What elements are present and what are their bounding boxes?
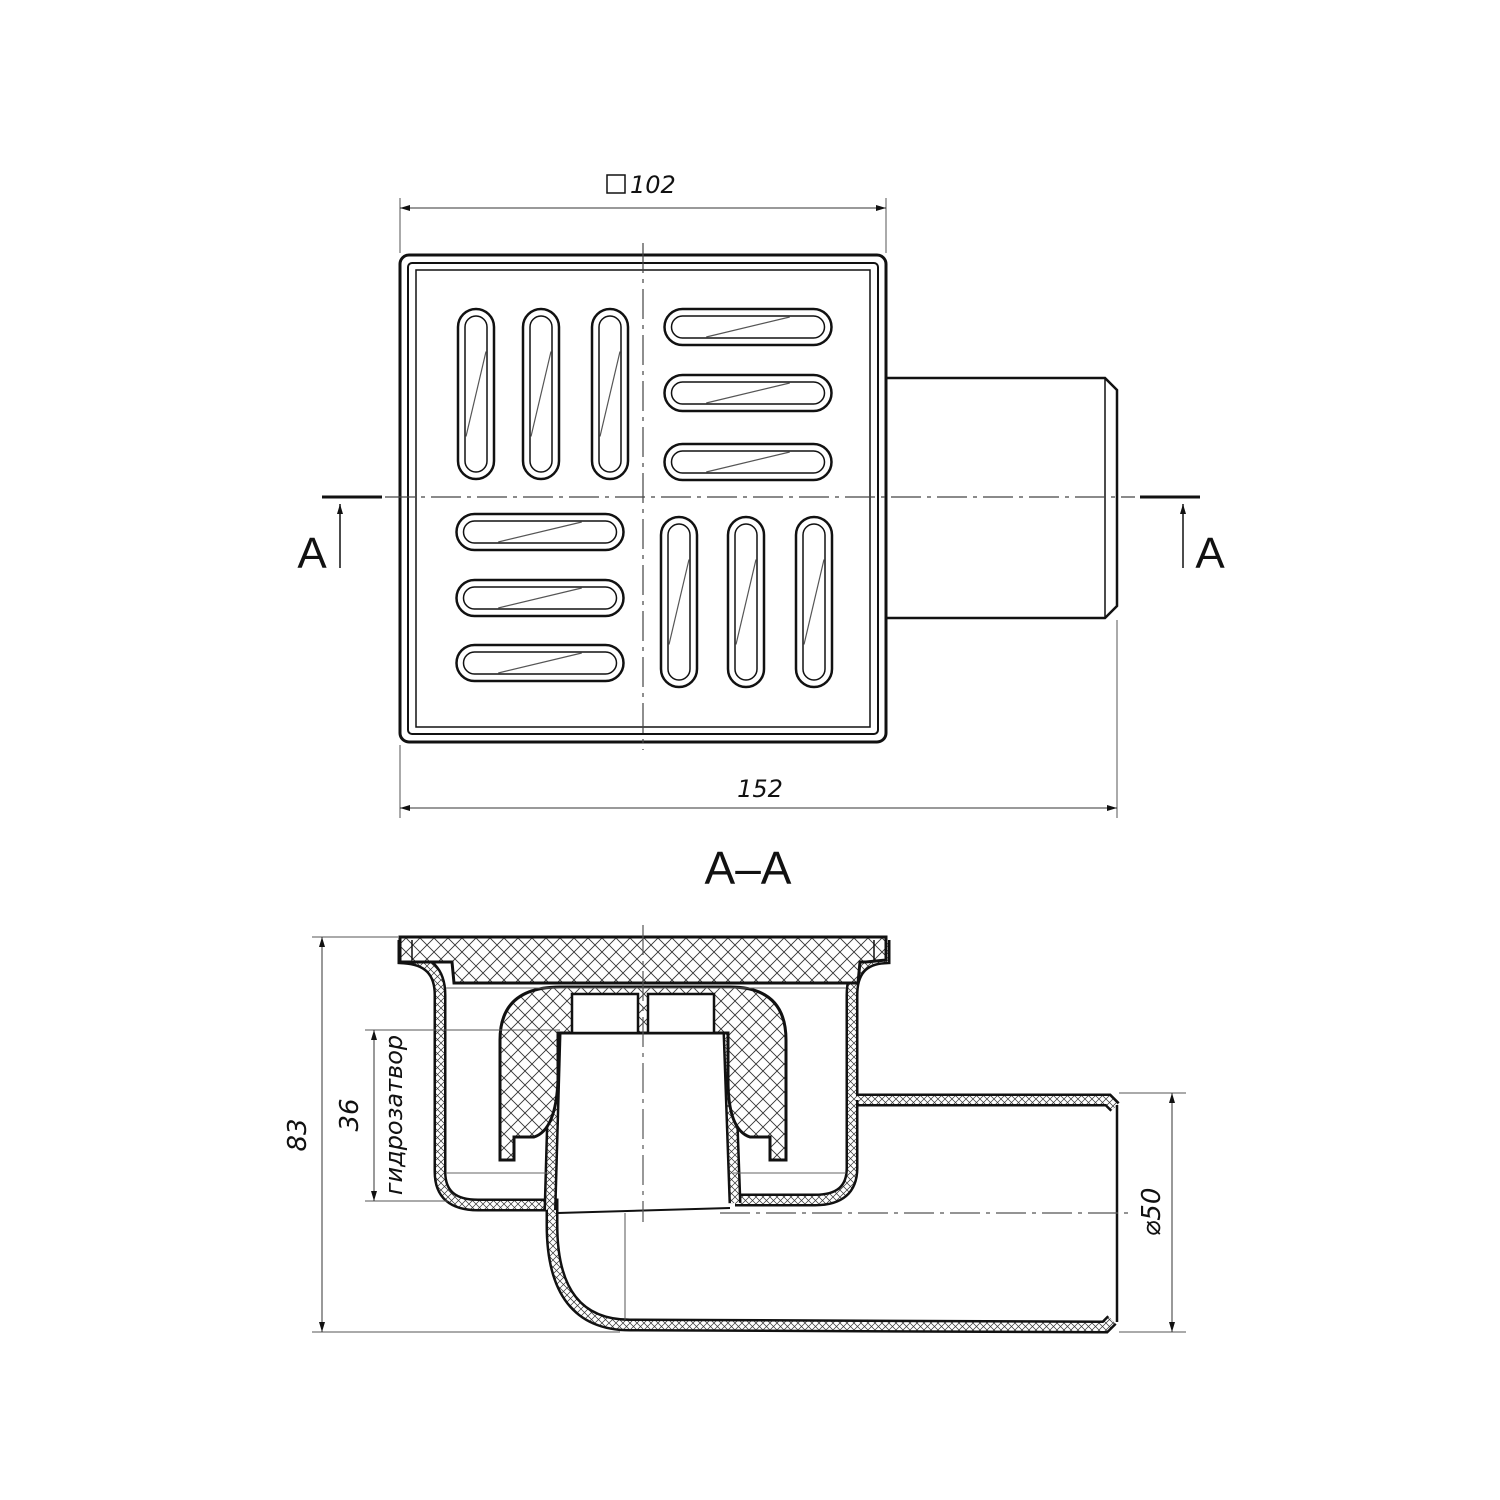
slot-interior-curve (498, 652, 582, 674)
grate-slot-inner (670, 381, 826, 405)
length-value: 152 (737, 775, 783, 803)
slot-interior-curve (465, 351, 487, 437)
slot-interior-curve (498, 587, 582, 609)
bell-insert-left (570, 992, 640, 1035)
outlet-pipe-plan (886, 376, 1119, 620)
slot-interior-curve (530, 351, 552, 437)
slot-interior-curve (706, 451, 790, 473)
grate-section (398, 935, 888, 985)
grate-slot-inner (734, 523, 758, 681)
slot-interior-curve (706, 316, 790, 338)
section-label-right: A (1195, 529, 1225, 578)
dimension-water-seal: 36 гидрозатвор (335, 1029, 560, 1202)
dimension-width: 102 (399, 171, 887, 253)
square-symbol (606, 174, 626, 194)
water-seal-value: 36 (335, 1098, 365, 1131)
section-marker-right: A (1140, 495, 1225, 578)
grate-slot-inner (670, 450, 826, 474)
dimension-length: 152 (399, 620, 1118, 818)
slot-interior-curve (706, 382, 790, 404)
water-seal-label: гидрозатвор (380, 1035, 408, 1195)
plan-view: A A 102 152 (297, 171, 1225, 818)
grate-slot-inner (529, 315, 553, 473)
grate-slot-inner (462, 651, 618, 675)
width-value: 102 (630, 171, 676, 199)
slot-interior-curve (803, 559, 825, 645)
slot-interior-curve (668, 559, 690, 645)
slot-interior-curve (498, 521, 582, 543)
section-title: A–A (705, 842, 792, 894)
bell-insert-right (646, 992, 716, 1035)
grate-slot-inner (802, 523, 826, 681)
section-label-left: A (297, 529, 327, 578)
grate-slot-inner (464, 315, 488, 473)
grate-slot-inner (462, 520, 618, 544)
dimension-height: 83 (283, 936, 620, 1333)
grate-slot-inner (670, 315, 826, 339)
section-view: 83 36 гидрозатвор ⌀50 (283, 925, 1186, 1332)
grate-slot-inner (598, 315, 622, 473)
grate-slot-inner (462, 586, 618, 610)
grate-slot-inner (667, 523, 691, 681)
outlet-diameter-value: ⌀50 (1137, 1188, 1167, 1237)
height-value: 83 (283, 1118, 313, 1151)
slot-interior-curve (735, 559, 757, 645)
dimension-outlet-diameter: ⌀50 (1119, 1092, 1186, 1333)
section-marker-left: A (297, 495, 382, 578)
grate-slots (455, 307, 834, 689)
slot-interior-curve (599, 351, 621, 437)
